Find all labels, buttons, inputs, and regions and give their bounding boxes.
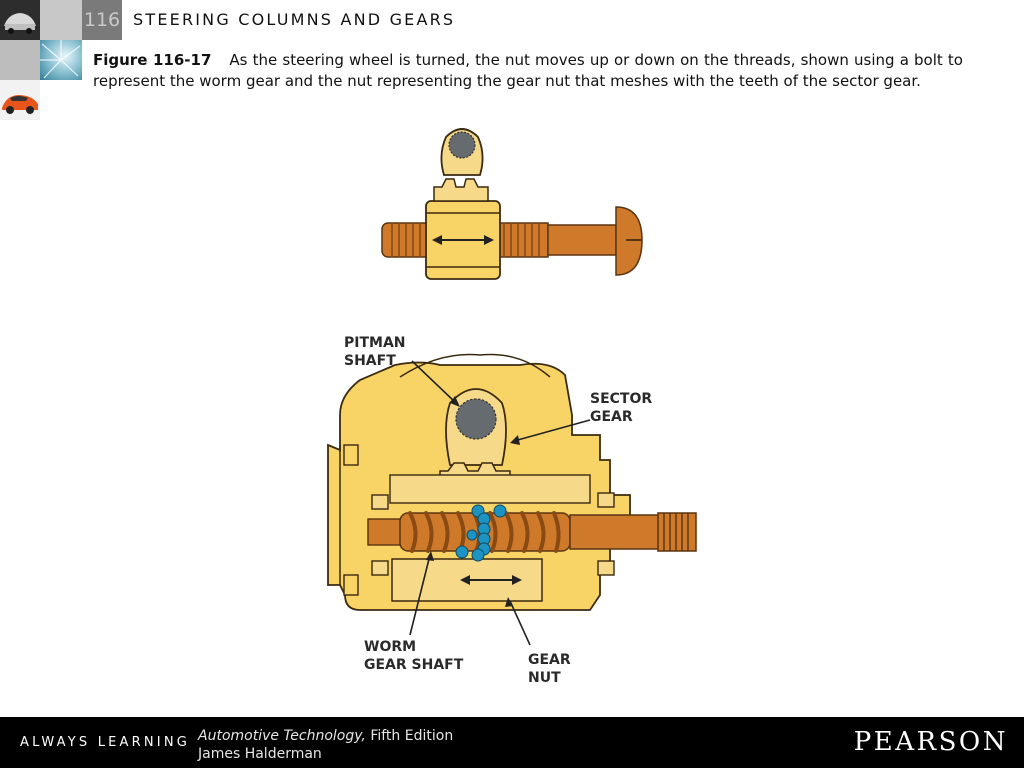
book-author: James Halderman	[198, 746, 322, 762]
book-edition: Fifth Edition	[370, 728, 454, 744]
figure-label: Figure 116-17	[93, 51, 212, 69]
label-sector-1: SECTOR	[590, 391, 652, 407]
label-worm-2: GEAR SHAFT	[364, 657, 464, 673]
caption-text: As the steering wheel is turned, the nut…	[93, 51, 963, 90]
footer-tagline: ALWAYS LEARNING	[20, 735, 191, 750]
footer-book-info: Automotive Technology, Fifth Edition Jam…	[198, 727, 453, 763]
chapter-number: 116	[82, 0, 122, 40]
header-gray-block-2	[0, 40, 40, 80]
label-pitman-2: SHAFT	[344, 353, 396, 369]
label-nut-1: GEAR	[528, 652, 571, 668]
label-pitman-1: PITMAN	[344, 335, 406, 351]
steering-gear-cross-section: PITMAN SHAFT SECTOR GEAR WORM GEAR SHAFT…	[327, 335, 697, 686]
turbine-thumbnail	[40, 40, 82, 80]
label-sector-2: GEAR	[590, 409, 633, 425]
header-gray-block	[40, 0, 82, 40]
car-thumbnail-orange	[0, 80, 40, 120]
book-title: Automotive Technology,	[198, 728, 366, 744]
publisher-logo: PEARSON	[853, 727, 1008, 757]
steering-gear-diagram: PITMAN SHAFT SECTOR GEAR WORM GEAR SHAFT…	[327, 128, 697, 686]
label-nut-2: NUT	[528, 670, 561, 686]
chapter-title: STEERING COLUMNS AND GEARS	[133, 10, 456, 29]
footer-bar: ALWAYS LEARNING Automotive Technology, F…	[0, 717, 1024, 768]
label-worm-1: WORM	[364, 639, 416, 655]
car-thumbnail-silver	[0, 0, 40, 40]
bolt-nut-illustration	[381, 128, 643, 280]
